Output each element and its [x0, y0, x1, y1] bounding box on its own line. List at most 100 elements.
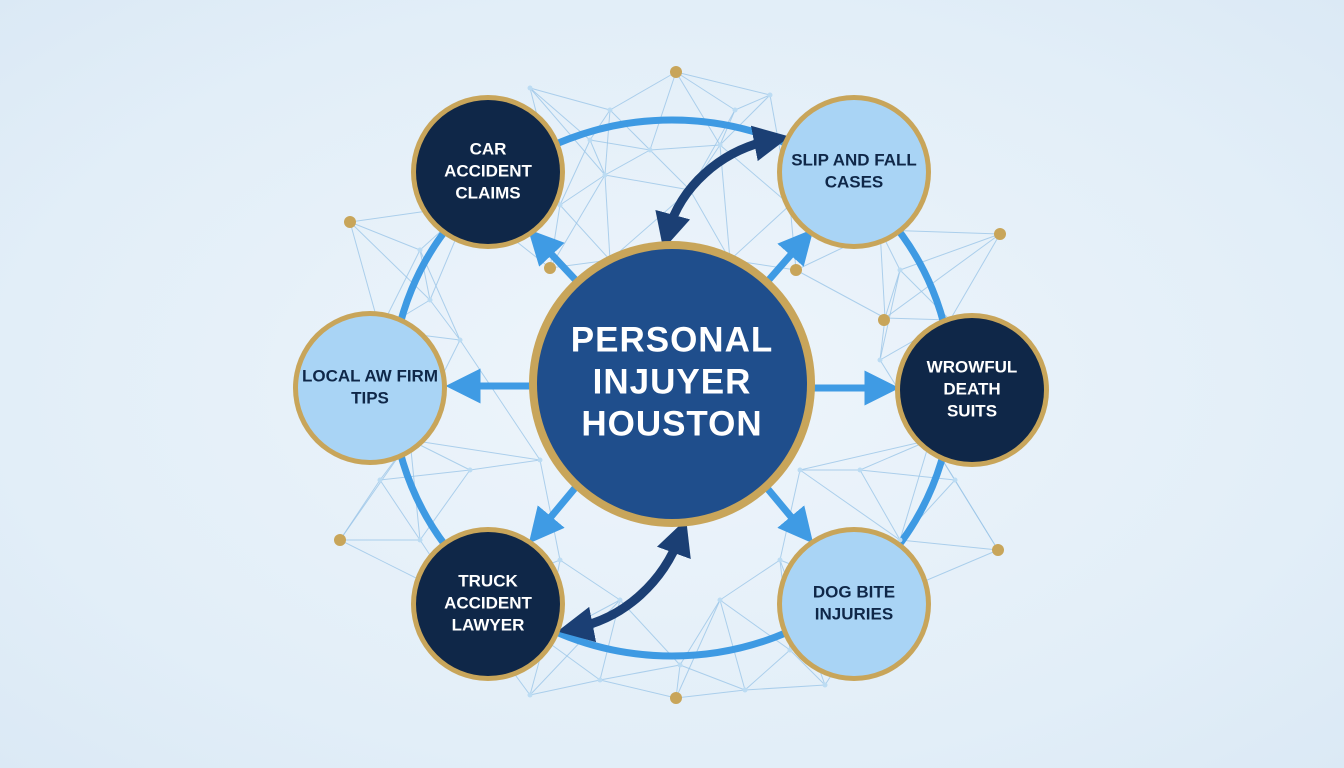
gold-accent-dot — [790, 264, 802, 276]
mesh-node-dot — [377, 477, 383, 483]
node-wrongful-death-suits[interactable]: WROWFUL DEATH SUITS — [895, 313, 1049, 467]
node-label-line: SLIP AND FALL — [791, 150, 917, 169]
gold-accent-dot — [992, 544, 1004, 556]
curved-arrow-center-slip-and-fall — [655, 125, 790, 250]
mesh-node-dot — [732, 107, 738, 113]
mesh-line — [604, 149, 651, 176]
mesh-line — [544, 639, 601, 681]
node-fill — [298, 316, 442, 460]
mesh-node-dot — [777, 557, 783, 563]
mesh-line — [679, 664, 746, 691]
node-dog-bite-injuries[interactable]: DOG BITE INJURIES — [777, 527, 931, 681]
mesh-line — [899, 439, 931, 541]
mesh-line — [589, 139, 651, 151]
center-title-line: INJUYER — [593, 362, 752, 401]
mesh-line — [529, 87, 611, 111]
mesh-line — [719, 599, 746, 691]
mesh-node-dot — [597, 677, 603, 683]
mesh-node-dot — [537, 457, 543, 463]
node-label-line: ACCIDENT — [444, 593, 532, 612]
arrow-to-dog-bite-injuries — [759, 479, 814, 544]
mesh-node-dot — [647, 147, 653, 153]
mesh-node-dot — [417, 537, 423, 543]
node-label-line: CLAIMS — [455, 183, 520, 202]
mesh-node-dot — [677, 662, 683, 668]
mesh-node-dot — [742, 687, 748, 693]
mesh-node-dot — [897, 537, 903, 543]
mesh-line — [469, 459, 541, 471]
center-title-line: HOUSTON — [581, 404, 762, 443]
node-label-line: SUITS — [947, 401, 997, 420]
curved-arrow-center-truck-accident — [557, 519, 691, 643]
mesh-line — [675, 71, 721, 146]
mesh-node-dot — [527, 85, 533, 91]
mesh-node-dot — [717, 142, 723, 148]
mesh-node-dot — [822, 682, 828, 688]
mesh-node-dot — [557, 557, 563, 563]
mesh-line — [744, 684, 826, 691]
node-label-line: LAWYER — [452, 615, 525, 634]
mesh-line — [884, 233, 1001, 319]
node-label-line: DEATH — [943, 379, 1000, 398]
node-fill — [782, 100, 926, 244]
gold-accent-dot — [544, 262, 556, 274]
mesh-node-dot — [787, 647, 793, 653]
gold-accent-dot — [334, 534, 346, 546]
mesh-node-dot — [527, 692, 533, 698]
center-fill — [537, 249, 807, 519]
mesh-line — [349, 221, 421, 251]
node-label-line: LOCAL AW FIRM — [302, 366, 438, 385]
mesh-line — [419, 469, 471, 541]
mesh-line — [734, 94, 771, 111]
mesh-node-dot — [457, 337, 463, 343]
mesh-line — [879, 229, 886, 319]
mesh-line — [949, 233, 1001, 321]
mesh-line — [799, 439, 931, 471]
mesh-line — [429, 299, 461, 341]
mesh-node-dot — [467, 467, 473, 473]
mesh-line — [589, 139, 606, 176]
mesh-line — [559, 174, 606, 206]
mesh-line — [899, 539, 999, 551]
mesh-line — [599, 679, 677, 699]
node-fill — [782, 532, 926, 676]
node-label-line: DOG BITE — [813, 582, 895, 601]
mesh-line — [879, 269, 901, 361]
gold-accent-dot — [878, 314, 890, 326]
mesh-node-dot — [557, 202, 563, 208]
mesh-line — [589, 109, 611, 141]
node-label-line: WROWFUL — [927, 357, 1018, 376]
mesh-line — [529, 87, 606, 176]
node-slip-and-fall-cases[interactable]: SLIP AND FALL CASES — [777, 95, 931, 249]
node-fill — [416, 532, 560, 676]
mesh-line — [599, 664, 681, 681]
node-label-line: INJURIES — [815, 604, 893, 623]
mesh-line — [675, 599, 721, 699]
mesh-node-dot — [717, 597, 723, 603]
mesh-line — [729, 204, 791, 261]
connector-arrows — [445, 125, 900, 643]
mesh-node-dot — [417, 247, 423, 253]
gold-accent-dot — [670, 692, 682, 704]
mesh-line — [559, 139, 591, 206]
mesh-node-dot — [797, 467, 803, 473]
mesh-line — [379, 479, 421, 541]
mesh-line — [349, 221, 431, 301]
node-label-line: CASES — [825, 172, 884, 191]
mesh-line — [559, 559, 621, 601]
mesh-line — [795, 269, 886, 319]
mesh-line — [604, 174, 611, 261]
mesh-line — [559, 204, 611, 261]
mesh-line — [419, 249, 431, 301]
arrow-to-truck-accident-lawyer — [528, 479, 583, 544]
node-fill — [900, 318, 1044, 462]
mesh-line — [459, 339, 541, 461]
mesh-line — [719, 599, 791, 651]
mesh-line — [649, 71, 677, 151]
